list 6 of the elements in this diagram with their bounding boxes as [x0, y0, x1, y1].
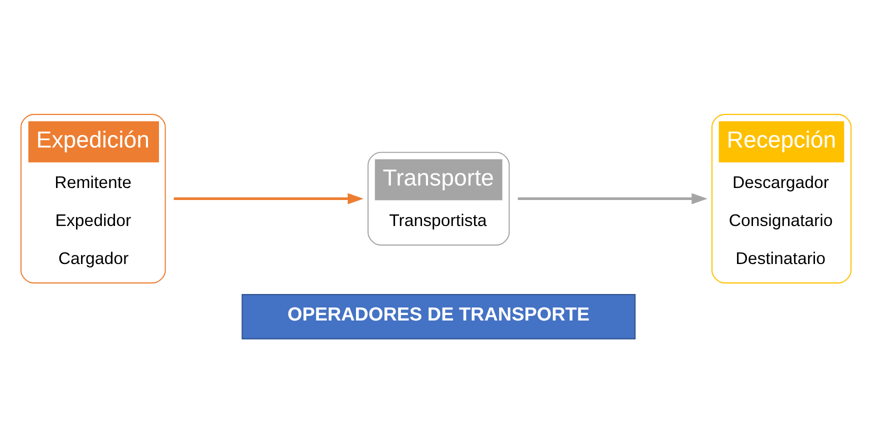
arrow — [518, 192, 708, 204]
node-box: OPERADORES DE TRANSPORTE — [242, 294, 636, 339]
node-box: Expedición Remitente Expedidor Cargador — [20, 113, 166, 283]
node-box: Transporte Transportista — [368, 151, 510, 246]
node-box: Recepción Descargador Consignatario Destinatario — [711, 113, 852, 283]
arrow — [174, 192, 364, 204]
